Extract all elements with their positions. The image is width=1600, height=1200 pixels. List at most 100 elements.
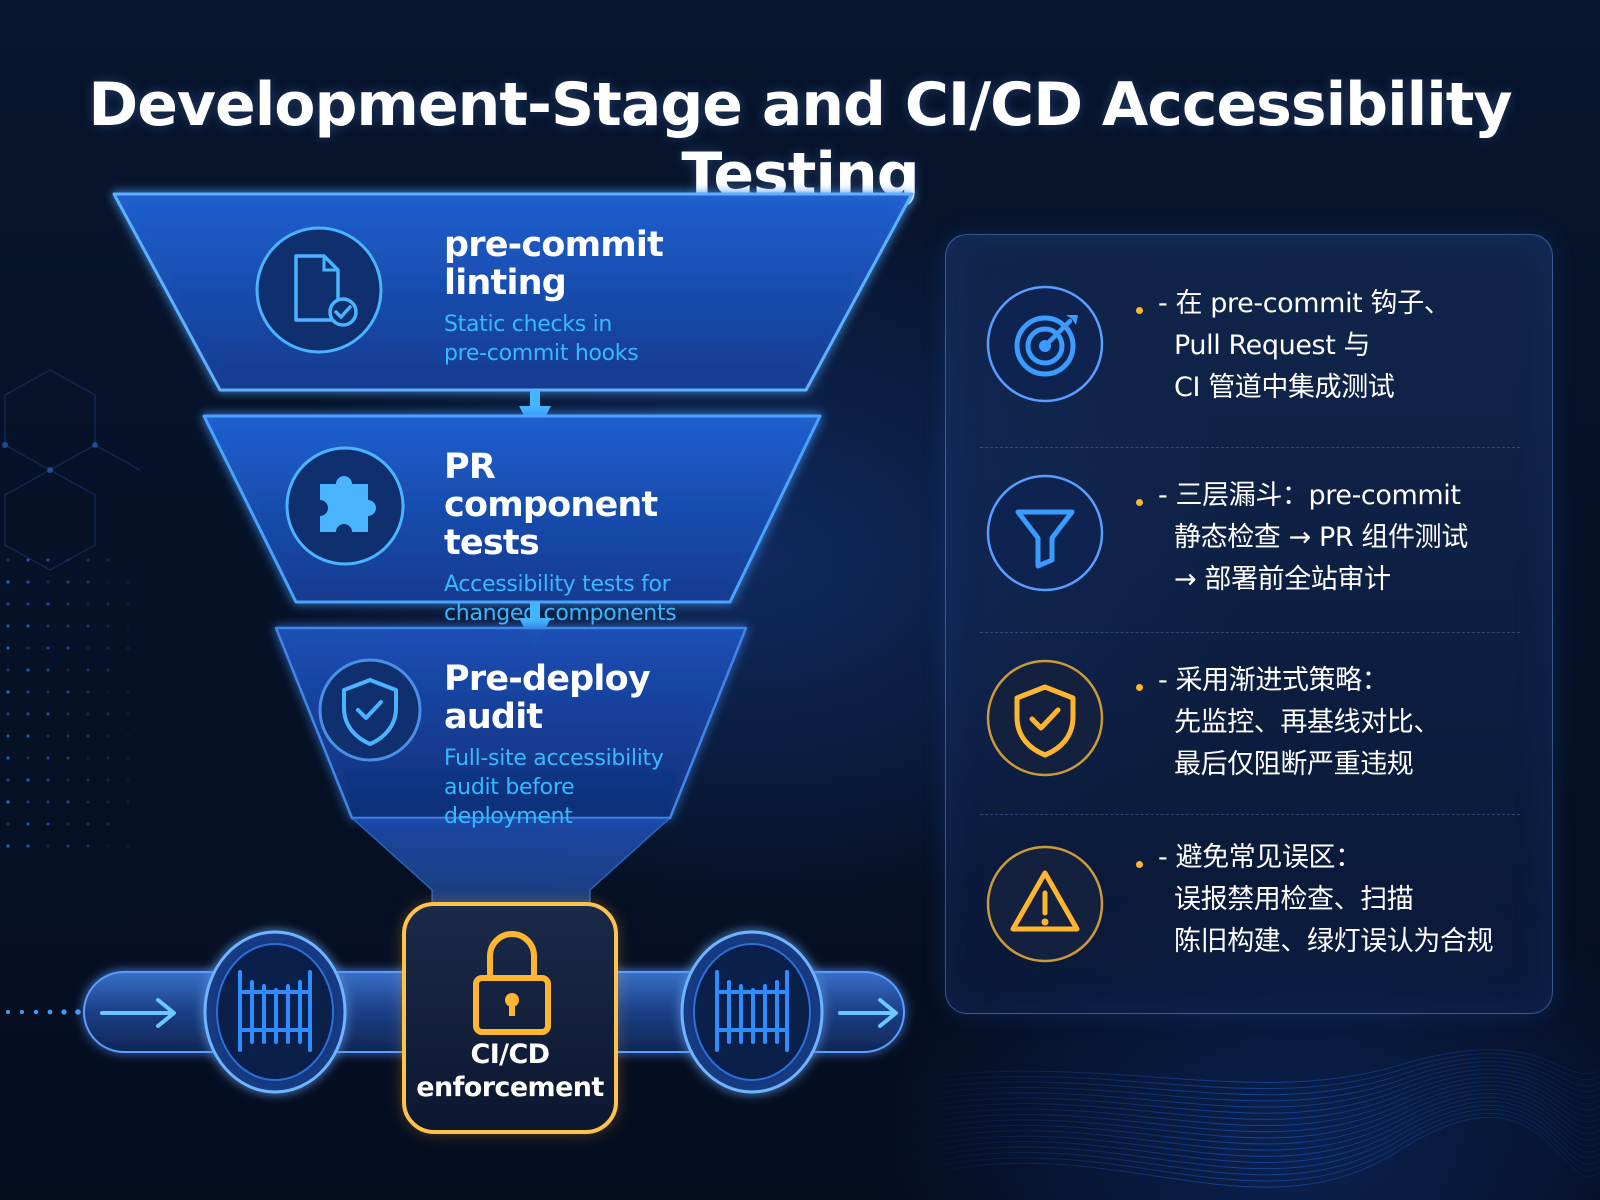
decor-dot bbox=[106, 712, 110, 716]
row-divider bbox=[980, 447, 1520, 448]
decor-dot bbox=[126, 624, 130, 628]
decor-dot bbox=[126, 778, 130, 782]
decor-dot bbox=[66, 668, 70, 672]
decor-dot bbox=[106, 646, 110, 650]
bullet-dot bbox=[1136, 861, 1143, 868]
decor-dot bbox=[46, 668, 50, 672]
decor-wave bbox=[899, 1049, 1600, 1083]
decor-dot bbox=[106, 690, 110, 694]
decor-dot bbox=[26, 646, 30, 650]
info-panel: - 在 pre-commit 钩子、 Pull Request 与 CI 管道中… bbox=[945, 234, 1553, 1014]
decor-dot bbox=[6, 734, 10, 738]
stage-title: pre-commit linting bbox=[444, 225, 664, 303]
decor-dot bbox=[106, 624, 110, 628]
decor-dot bbox=[6, 624, 10, 628]
shield-check-icon bbox=[986, 659, 1104, 777]
decor-dot bbox=[66, 624, 70, 628]
arrow-right-icon bbox=[838, 998, 898, 1028]
decor-wave bbox=[899, 1089, 1600, 1145]
decor-wave bbox=[899, 1104, 1600, 1170]
decor-dot bbox=[106, 602, 110, 606]
decor-dot bbox=[46, 624, 50, 628]
decor-dot bbox=[6, 756, 10, 760]
panel-item-text: - 三层漏斗：pre-commit 静态检查 → PR 组件测试 → 部署前全站… bbox=[1158, 480, 1468, 595]
decor-dot bbox=[66, 734, 70, 738]
decor-dot bbox=[66, 580, 70, 584]
decor-wave bbox=[899, 1073, 1600, 1120]
decor-wave bbox=[899, 1108, 1600, 1176]
panel-item: - 在 pre-commit 钩子、 Pull Request 与 CI 管道中… bbox=[946, 235, 1552, 447]
decor-dot bbox=[6, 822, 10, 826]
decor-dot bbox=[86, 844, 90, 848]
bullet-dot bbox=[1136, 684, 1143, 691]
decor-dot bbox=[6, 690, 10, 694]
decor-dot bbox=[106, 734, 110, 738]
decor-wave bbox=[899, 1116, 1600, 1188]
stage-title: PR component tests bbox=[444, 447, 658, 563]
stage-description: Accessibility tests for changed componen… bbox=[444, 572, 677, 626]
decor-dot bbox=[126, 844, 130, 848]
decor-dot bbox=[126, 690, 130, 694]
decor-dot bbox=[46, 558, 50, 562]
stage-description: Full-site accessibility audit before dep… bbox=[444, 746, 664, 829]
target-icon bbox=[986, 285, 1104, 403]
warning-icon bbox=[986, 845, 1104, 963]
decor-dot bbox=[46, 778, 50, 782]
decor-wave bbox=[899, 1081, 1600, 1133]
decor-wave bbox=[899, 1100, 1600, 1164]
decor-dot bbox=[6, 668, 10, 672]
decor-dot bbox=[66, 800, 70, 804]
decor-dot bbox=[26, 668, 30, 672]
bullet-dot bbox=[1136, 499, 1143, 506]
decor-dot bbox=[126, 602, 130, 606]
decor-dot bbox=[126, 822, 130, 826]
row-divider bbox=[980, 632, 1520, 633]
decor-dot bbox=[86, 624, 90, 628]
decor-dot bbox=[126, 712, 130, 716]
decor-dot bbox=[106, 800, 110, 804]
decor-dot bbox=[106, 558, 110, 562]
stage-description: Static checks in pre-commit hooks bbox=[444, 312, 639, 366]
decor-dot bbox=[126, 734, 130, 738]
puzzle-piece-icon bbox=[285, 446, 405, 566]
decor-dot bbox=[6, 646, 10, 650]
decor-dot bbox=[106, 822, 110, 826]
decor-dot bbox=[86, 558, 90, 562]
decor-dot bbox=[66, 602, 70, 606]
decor-dot bbox=[26, 800, 30, 804]
decor-dot bbox=[66, 690, 70, 694]
decor-dot bbox=[26, 580, 30, 584]
funnel-icon bbox=[986, 474, 1104, 592]
decor-dot bbox=[126, 646, 130, 650]
decor-dot bbox=[46, 756, 50, 760]
decor-dot bbox=[126, 668, 130, 672]
decor-dot bbox=[86, 822, 90, 826]
decor-dot bbox=[26, 558, 30, 562]
decor-dot bbox=[126, 558, 130, 562]
decor-dot bbox=[86, 646, 90, 650]
decor-wave bbox=[899, 1096, 1600, 1157]
decor-wave bbox=[899, 1053, 1600, 1090]
fence-gate-icon bbox=[238, 970, 312, 1052]
decor-dot bbox=[66, 822, 70, 826]
decor-dot bbox=[66, 646, 70, 650]
decor-dot bbox=[6, 580, 10, 584]
funnel-stage-2: PR component tests Accessibility tests f… bbox=[444, 448, 704, 628]
decor-dot bbox=[26, 690, 30, 694]
decor-dot bbox=[106, 668, 110, 672]
decor-dot bbox=[126, 756, 130, 760]
decor-dot bbox=[46, 844, 50, 848]
decor-dot bbox=[86, 668, 90, 672]
gate-label: CI/CD enforcement bbox=[416, 1039, 604, 1103]
decor-dot bbox=[6, 602, 10, 606]
decor-dot bbox=[6, 778, 10, 782]
decor-dot bbox=[26, 756, 30, 760]
decor-dot bbox=[6, 844, 10, 848]
funnel-stage-3: Pre-deploy audit Full-site accessibility… bbox=[444, 660, 704, 831]
data-flow-dots bbox=[6, 1009, 81, 1015]
decor-wave bbox=[899, 1112, 1600, 1182]
fence-gate-icon bbox=[715, 970, 789, 1052]
